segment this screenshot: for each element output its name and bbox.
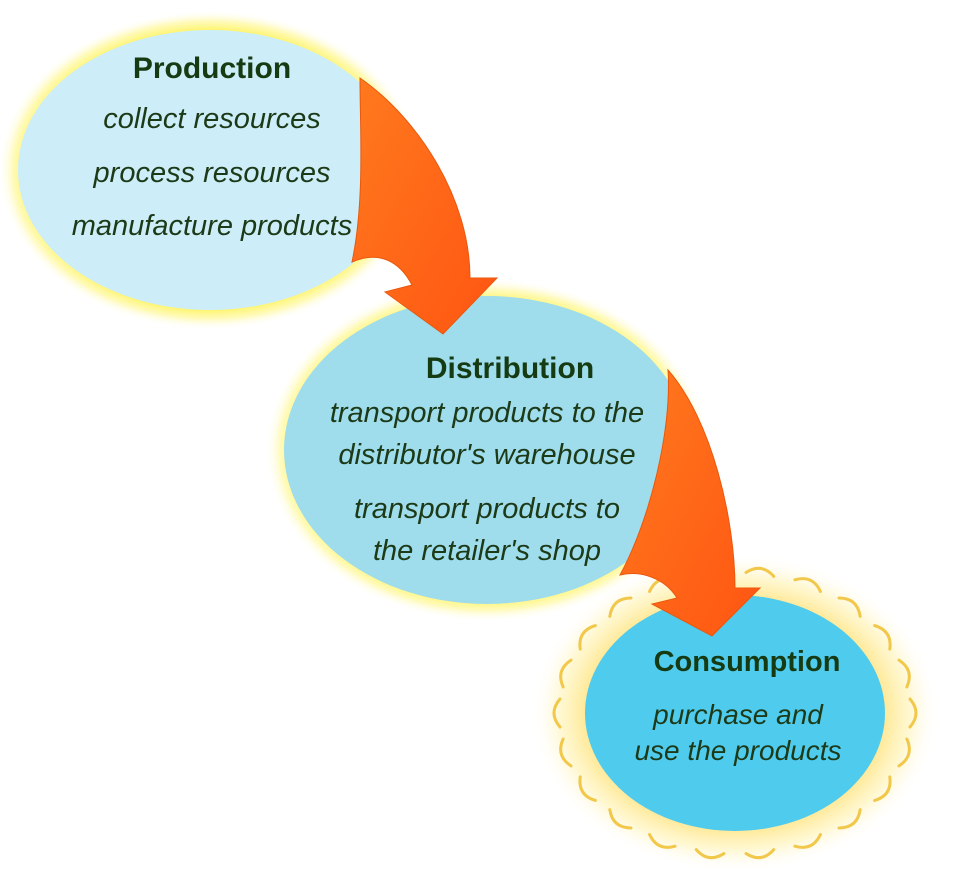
- distribution-ellipse: [284, 296, 690, 604]
- production-item-3: manufacture products: [72, 210, 352, 242]
- sun-ray: [793, 833, 822, 849]
- sun-ray: [897, 658, 911, 689]
- sun-ray: [873, 624, 892, 651]
- sun-ray: [897, 737, 911, 768]
- sun-ray: [744, 566, 776, 578]
- sun-ray: [908, 697, 918, 729]
- sun-ray: [559, 658, 573, 689]
- sun-ray: [578, 624, 597, 651]
- consumption-title: Consumption: [654, 646, 841, 678]
- distribution-title: Distribution: [426, 352, 594, 385]
- sun-ray: [873, 775, 892, 802]
- sun-ray: [837, 808, 862, 830]
- production-ellipse: [18, 30, 402, 310]
- sun-ray: [837, 596, 862, 618]
- consumption-line-1: purchase and: [652, 699, 824, 730]
- production-item-2: process resources: [93, 157, 331, 189]
- sun-ray: [559, 737, 573, 768]
- production-title: Production: [133, 52, 291, 85]
- sun-ray: [694, 848, 726, 860]
- distribution-line-3: transport products to: [354, 493, 620, 525]
- sun-ray: [648, 833, 677, 849]
- distribution-line-1: transport products to the: [330, 397, 644, 429]
- distribution-line-2: distributor's warehouse: [338, 439, 635, 471]
- sun-ray: [578, 775, 597, 802]
- curved-arrow-icon: [351, 77, 499, 335]
- distribution-line-4: the retailer's shop: [373, 535, 601, 567]
- consumption-line-2: use the products: [634, 735, 841, 766]
- consumption-ellipse: [585, 595, 885, 831]
- production-item-1: collect resources: [103, 103, 321, 135]
- sun-ray: [608, 596, 633, 618]
- sun-ray: [793, 577, 822, 593]
- sun-ray: [744, 848, 776, 860]
- curved-arrow-icon: [619, 368, 762, 637]
- sun-ray: [608, 808, 633, 830]
- sun-ray: [552, 697, 562, 729]
